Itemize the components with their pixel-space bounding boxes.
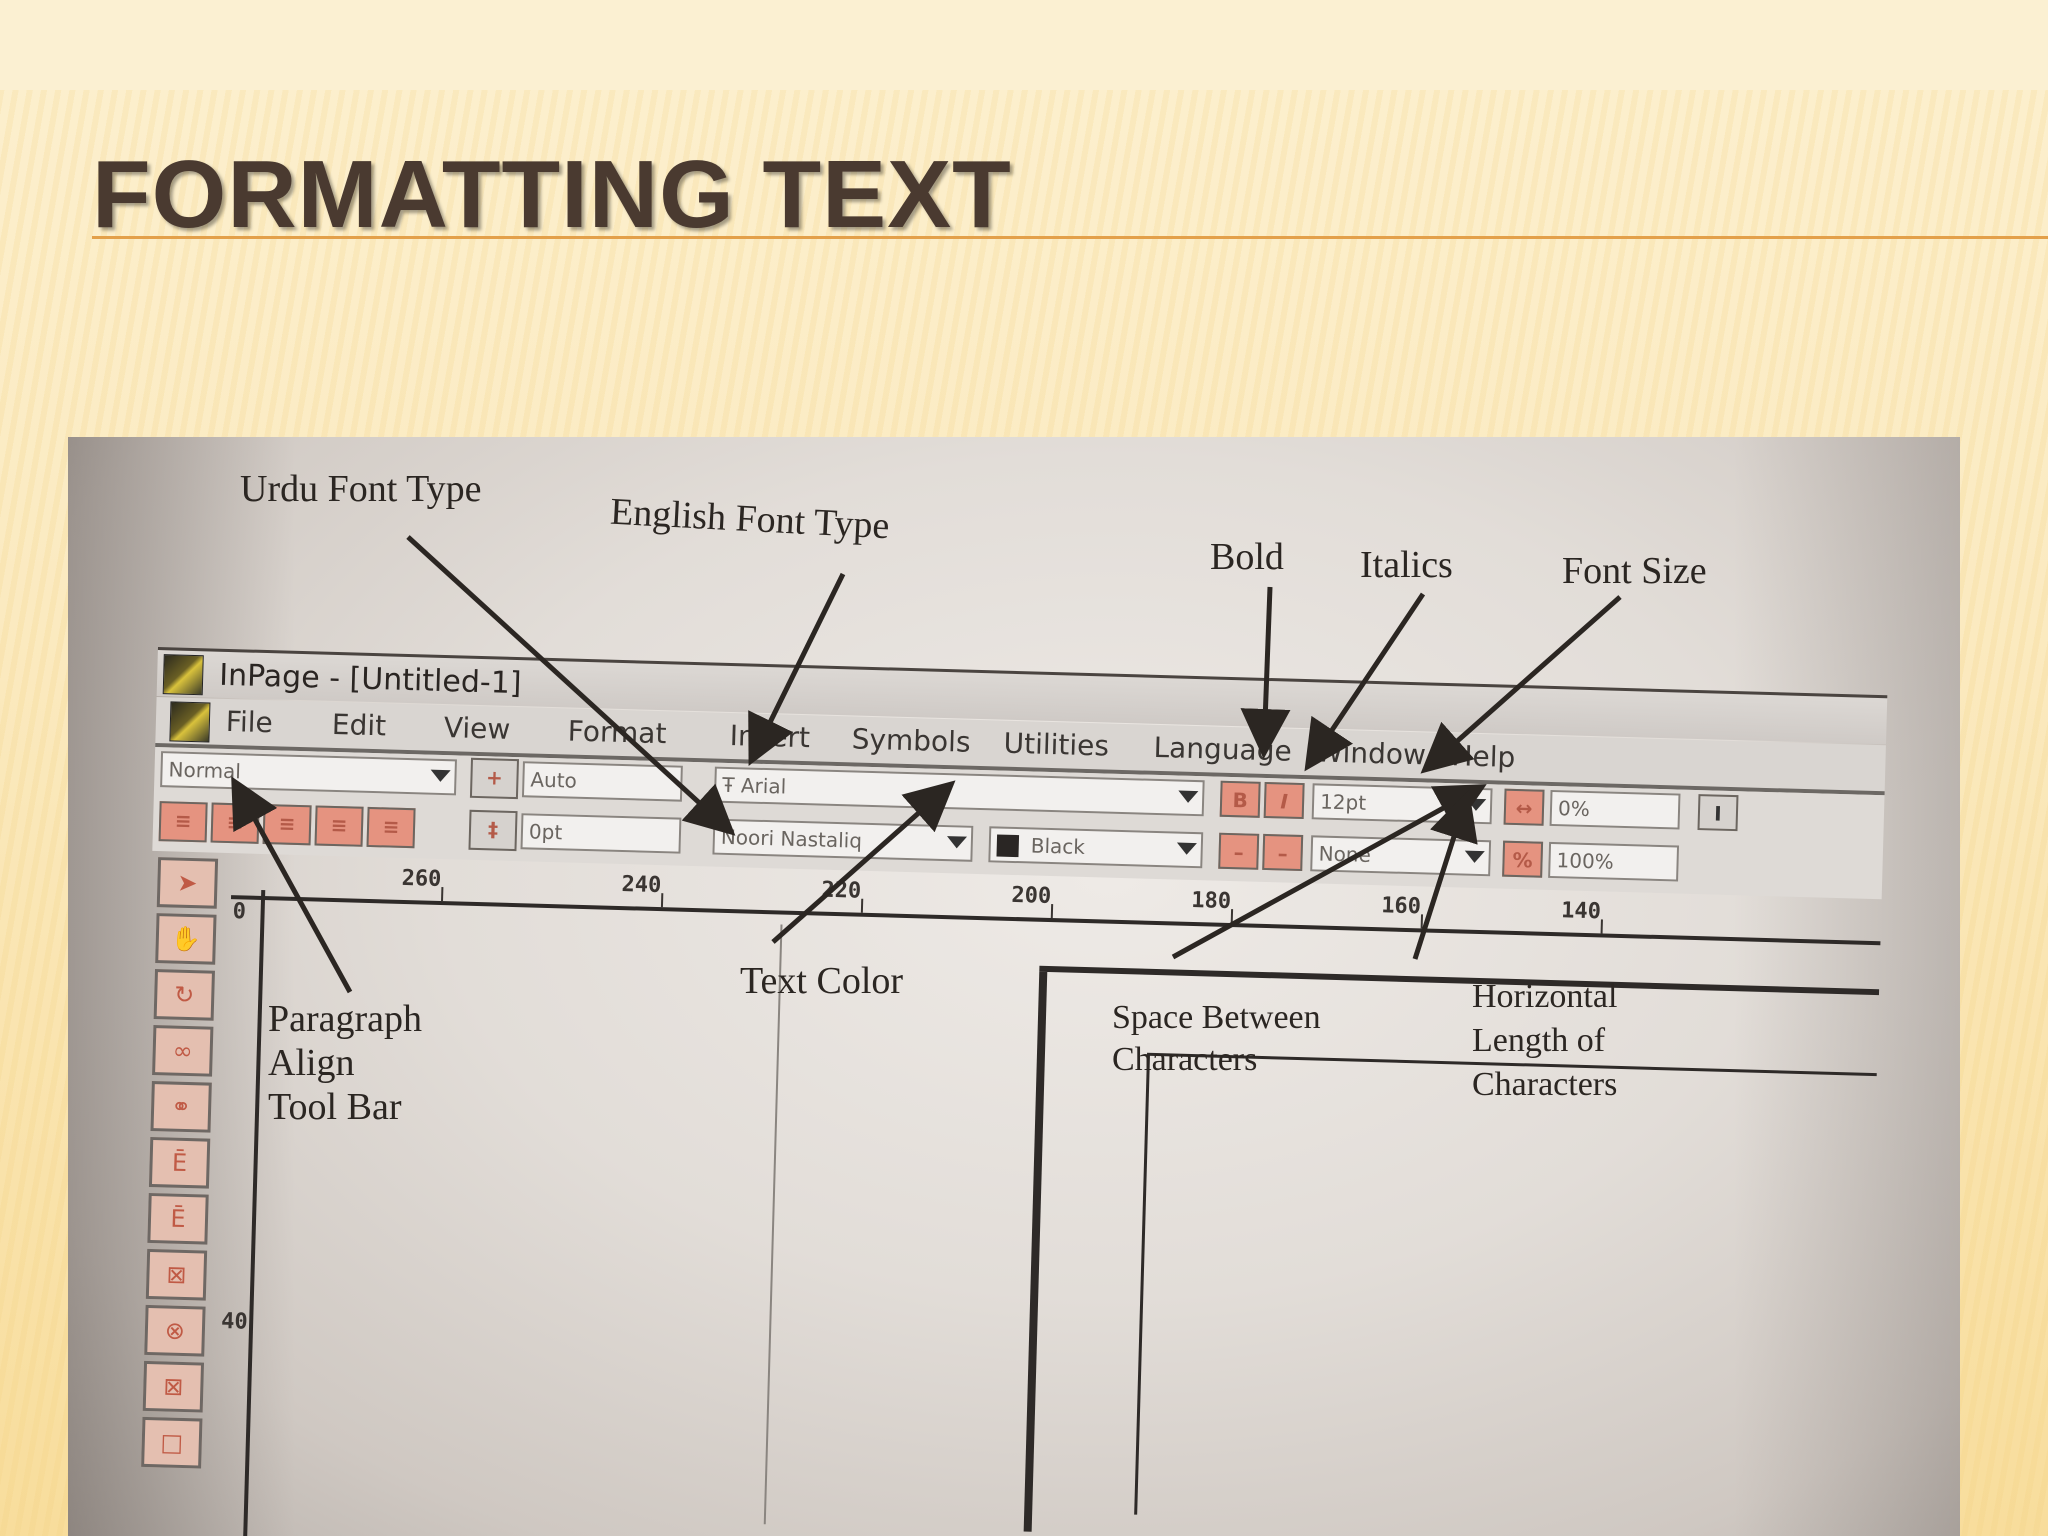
paragraph-align-label: Paragraph Align Tool Bar xyxy=(268,997,422,1129)
italics-label: Italics xyxy=(1360,544,1453,586)
font-size-label: Font Size xyxy=(1562,550,1707,592)
horizontal-length-arrow xyxy=(1412,789,1478,960)
horizontal-length-line: Horizontal xyxy=(1472,978,1618,1015)
title-underline xyxy=(92,236,2048,239)
bold-label: Bold xyxy=(1210,536,1284,578)
space-between-arrow xyxy=(1171,784,1487,960)
english-font-arrow xyxy=(748,572,846,766)
bold-arrow xyxy=(1240,586,1291,759)
annotation-arrows xyxy=(231,535,1622,994)
font-size-arrow xyxy=(1420,595,1622,774)
horizontal-length-line: Length of xyxy=(1472,1022,1606,1059)
screenshot-photo: InPage - [Untitled-1] File Edit View For… xyxy=(68,437,1960,1536)
paragraph-align-line: Paragraph xyxy=(268,998,423,1040)
horizontal-length-line: Characters xyxy=(1472,1066,1618,1103)
slide-title: FORMATTING TEXT xyxy=(92,141,1012,248)
paragraph-align-line: Tool Bar xyxy=(268,1086,402,1128)
slide-top-band xyxy=(0,0,2048,90)
text-color-label: Text Color xyxy=(740,960,904,1002)
urdu-font-arrow xyxy=(406,535,736,836)
paragraph-align-line: Align xyxy=(268,1042,355,1084)
text-color-arrow xyxy=(771,780,956,944)
space-between-line: Characters xyxy=(1112,1041,1258,1078)
paragraph-align-arrow xyxy=(231,776,353,994)
space-between-line: Space Between xyxy=(1112,999,1321,1036)
space-between-label: Space Between Characters xyxy=(1112,997,1321,1081)
horizontal-length-label: Horizontal Length of Characters xyxy=(1472,975,1617,1107)
urdu-font-type-label: Urdu Font Type xyxy=(240,468,482,510)
italics-arrow xyxy=(1304,592,1426,772)
